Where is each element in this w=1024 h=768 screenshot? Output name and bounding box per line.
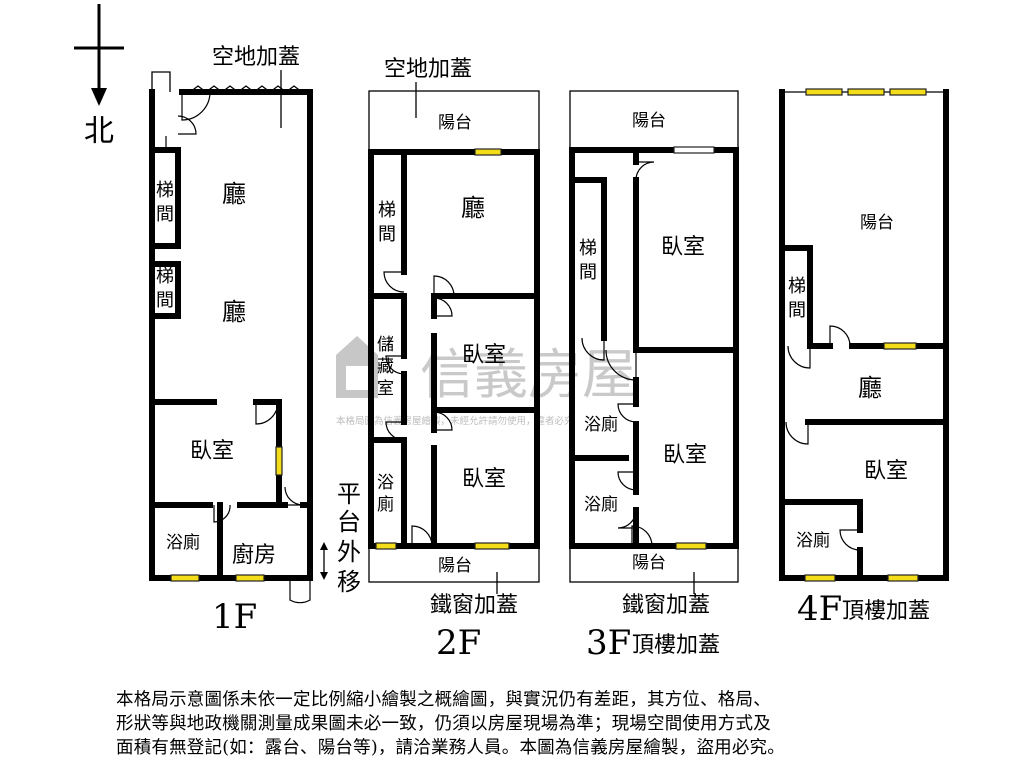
f3-bedroom-2: 臥室 [663,443,707,468]
f2-floor-label: 2F [436,623,481,663]
f2-annex-label: 空地加蓋 [384,57,472,82]
f3-bath-1: 浴廁 [584,414,618,435]
f1-platform-label: 移 [337,568,361,596]
window-icon [805,88,843,96]
f3-bath-2: 浴廁 [584,494,618,515]
f2-storage: 藏 [377,357,394,377]
f1-stair-upper: 梯 [156,180,174,201]
f3-bedroom-1: 臥室 [661,235,705,260]
disclaimer-line: 面積有無登記(如：露台、陽台等)，請洽業務人員。本圖為信義房屋繪製，盜用必究。 [116,738,785,758]
window-icon [235,574,265,582]
f3-balcony-top: 陽台 [632,111,666,131]
f1-bath: 浴廁 [166,532,200,553]
f1-platform-label: 平 [337,480,361,508]
watermark-brand: 信義房屋 [420,343,636,406]
f1-floor-label: 1F [212,597,257,637]
f1-hall-upper: 廳 [222,180,246,208]
watermark-line: 本格局圖為信義房屋繪製，未經允許請勿使用，違者必究 [336,415,574,427]
f1-stair-lower: 梯 [156,266,174,287]
f1-hall-lower: 廳 [222,298,246,326]
window-icon [675,542,707,550]
disclaimer-line: 形狀等與地政機關測量成果圖未必一致，仍須以房屋現場為準；現場空間使用方式及 [116,714,771,734]
disclaimer-line: 本格局示意圖係未依一定比例縮小繪製之概繪圖，與實況仍有差距，其方位、格局、 [116,690,771,710]
f2-iron-window-label: 鐵窗加蓋 [430,593,518,618]
f1-kitchen: 廚房 [232,543,276,568]
f1-platform-label: 台 [337,508,361,536]
watermark: 信義房屋 本格局圖為信義房屋繪製，未經允許請勿使用，違者必究 [336,336,636,427]
window-icon [887,574,919,582]
f2-bath: 廁 [377,494,394,515]
window-icon [883,342,917,350]
disclaimer-note: 本格局示意圖係未依一定比例縮小繪製之概繪圖，與實況仍有差距，其方位、格局、 形狀… [116,688,916,760]
f2-bedroom-1: 臥室 [462,343,506,368]
f4-roof-label: 頂樓加蓋 [842,599,930,624]
f4-stair: 間 [788,300,806,321]
north-compass: 北 [74,4,124,149]
floor-1f: 空地加蓋 平 台 外 移 廳 廳 [149,45,361,637]
window-icon [375,542,397,550]
f1-bedroom: 臥室 [190,439,234,464]
floor-2f: 空地加蓋 陽台 梯 間 廳 儲 藏 室 臥室 浴 [368,57,540,663]
window-icon [474,542,510,550]
f3-floor-label: 3F [586,623,631,663]
f1-platform-label: 外 [337,538,361,566]
f2-balcony-top: 陽台 [438,113,472,133]
window-icon [804,574,836,582]
f2-balcony-bottom: 陽台 [438,556,472,576]
f4-stair: 梯 [788,276,806,297]
window-icon [889,88,927,96]
f2-bath: 浴 [377,473,394,493]
window-icon [275,446,283,476]
window-icon [170,574,200,582]
arrow-down-icon [91,88,107,106]
f4-hall: 廳 [858,374,882,402]
compass-label: 北 [84,114,114,149]
f1-stair-lower: 間 [156,290,174,311]
f1-annex-label: 空地加蓋 [212,45,300,70]
f3-roof-label: 頂樓加蓋 [632,633,720,658]
f2-stair: 間 [378,224,396,245]
f3-iron-window-label: 鐵窗加蓋 [622,593,710,618]
f4-bath: 浴廁 [796,530,830,551]
f2-bedroom-2: 臥室 [462,467,506,492]
f4-balcony: 陽台 [860,213,894,233]
f3-balcony-bottom: 陽台 [632,553,666,573]
f3-stair: 間 [579,262,597,283]
f2-storage: 室 [377,379,394,399]
window-icon [847,88,885,96]
floor-4f: 陽台 梯 間 廳 臥室 浴廁 4F 頂樓加蓋 [779,88,949,629]
f3-stair: 梯 [579,238,597,259]
f2-stair: 梯 [378,200,396,221]
f2-hall: 廳 [461,194,485,222]
f4-floor-label: 4F [797,589,842,629]
f1-stair-upper: 間 [156,204,174,225]
floor-3f: 陽台 梯 間 臥室 浴廁 臥室 浴廁 陽台 鐵窗加蓋 3F 頂樓加蓋 [569,90,739,663]
window-icon [474,148,502,156]
f4-bedroom: 臥室 [864,459,908,484]
f2-storage: 儲 [377,335,394,355]
